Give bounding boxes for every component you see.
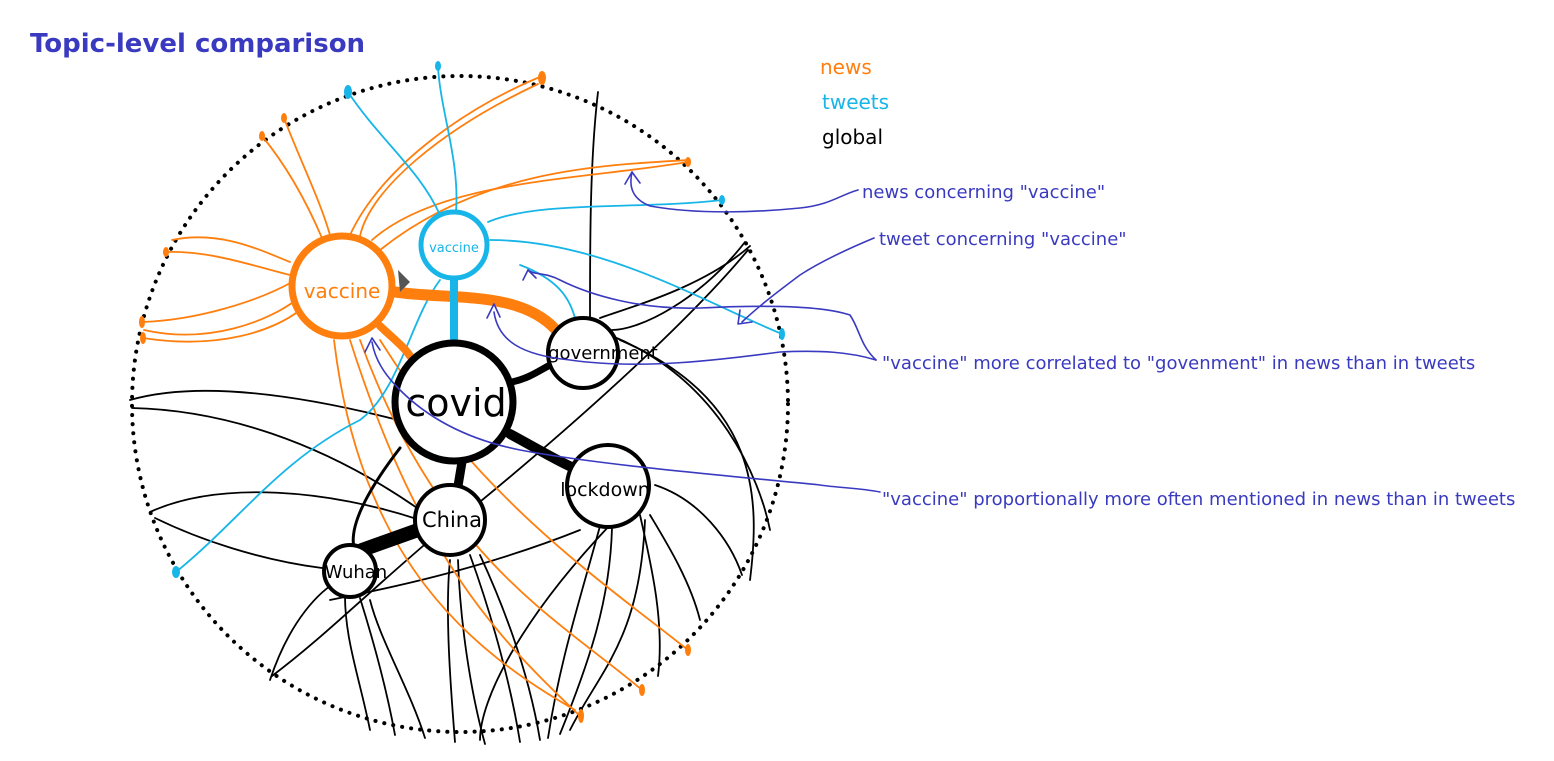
node-covid: covid (391, 339, 517, 465)
node-government: government (546, 316, 658, 390)
node-china-label: China (422, 508, 482, 532)
outer-dotted-circle (130, 74, 790, 734)
node-vaccine-tweets: vaccine (418, 209, 490, 281)
legend-global: global (822, 125, 883, 149)
node-lockdown-label: lockdown (560, 479, 650, 501)
node-wuhan-label: Wuhan (325, 562, 387, 583)
annotation-strokes (364, 171, 881, 493)
legend: news tweets global (820, 55, 889, 149)
diagram-title: Topic-level comparison (30, 29, 365, 59)
node-covid-label: covid (405, 381, 506, 425)
annotation-correlated: "vaccine" more correlated to "govenment"… (882, 353, 1475, 374)
node-government-label: government (548, 343, 658, 364)
legend-news: news (820, 55, 872, 79)
legend-tweets: tweets (822, 90, 889, 114)
node-wuhan: Wuhan (322, 543, 387, 599)
annotations: news concerning "vaccine" tweet concerni… (862, 182, 1515, 510)
global-edges (129, 91, 771, 745)
node-vaccine-news-label: vaccine (304, 279, 381, 303)
node-vaccine-tweets-label: vaccine (429, 241, 479, 256)
peripheral-dots (139, 61, 785, 723)
tweet-edges (175, 65, 783, 573)
annotation-tweet-vaccine: tweet concerning "vaccine" (879, 229, 1127, 250)
node-vaccine-news: vaccine (288, 232, 396, 340)
node-china: China (413, 483, 487, 557)
annotation-proportional: "vaccine" proportionally more often ment… (882, 489, 1515, 510)
node-lockdown: lockdown (560, 443, 651, 529)
cursor-arrow-icon (398, 270, 410, 292)
annotation-news-vaccine: news concerning "vaccine" (862, 182, 1105, 203)
